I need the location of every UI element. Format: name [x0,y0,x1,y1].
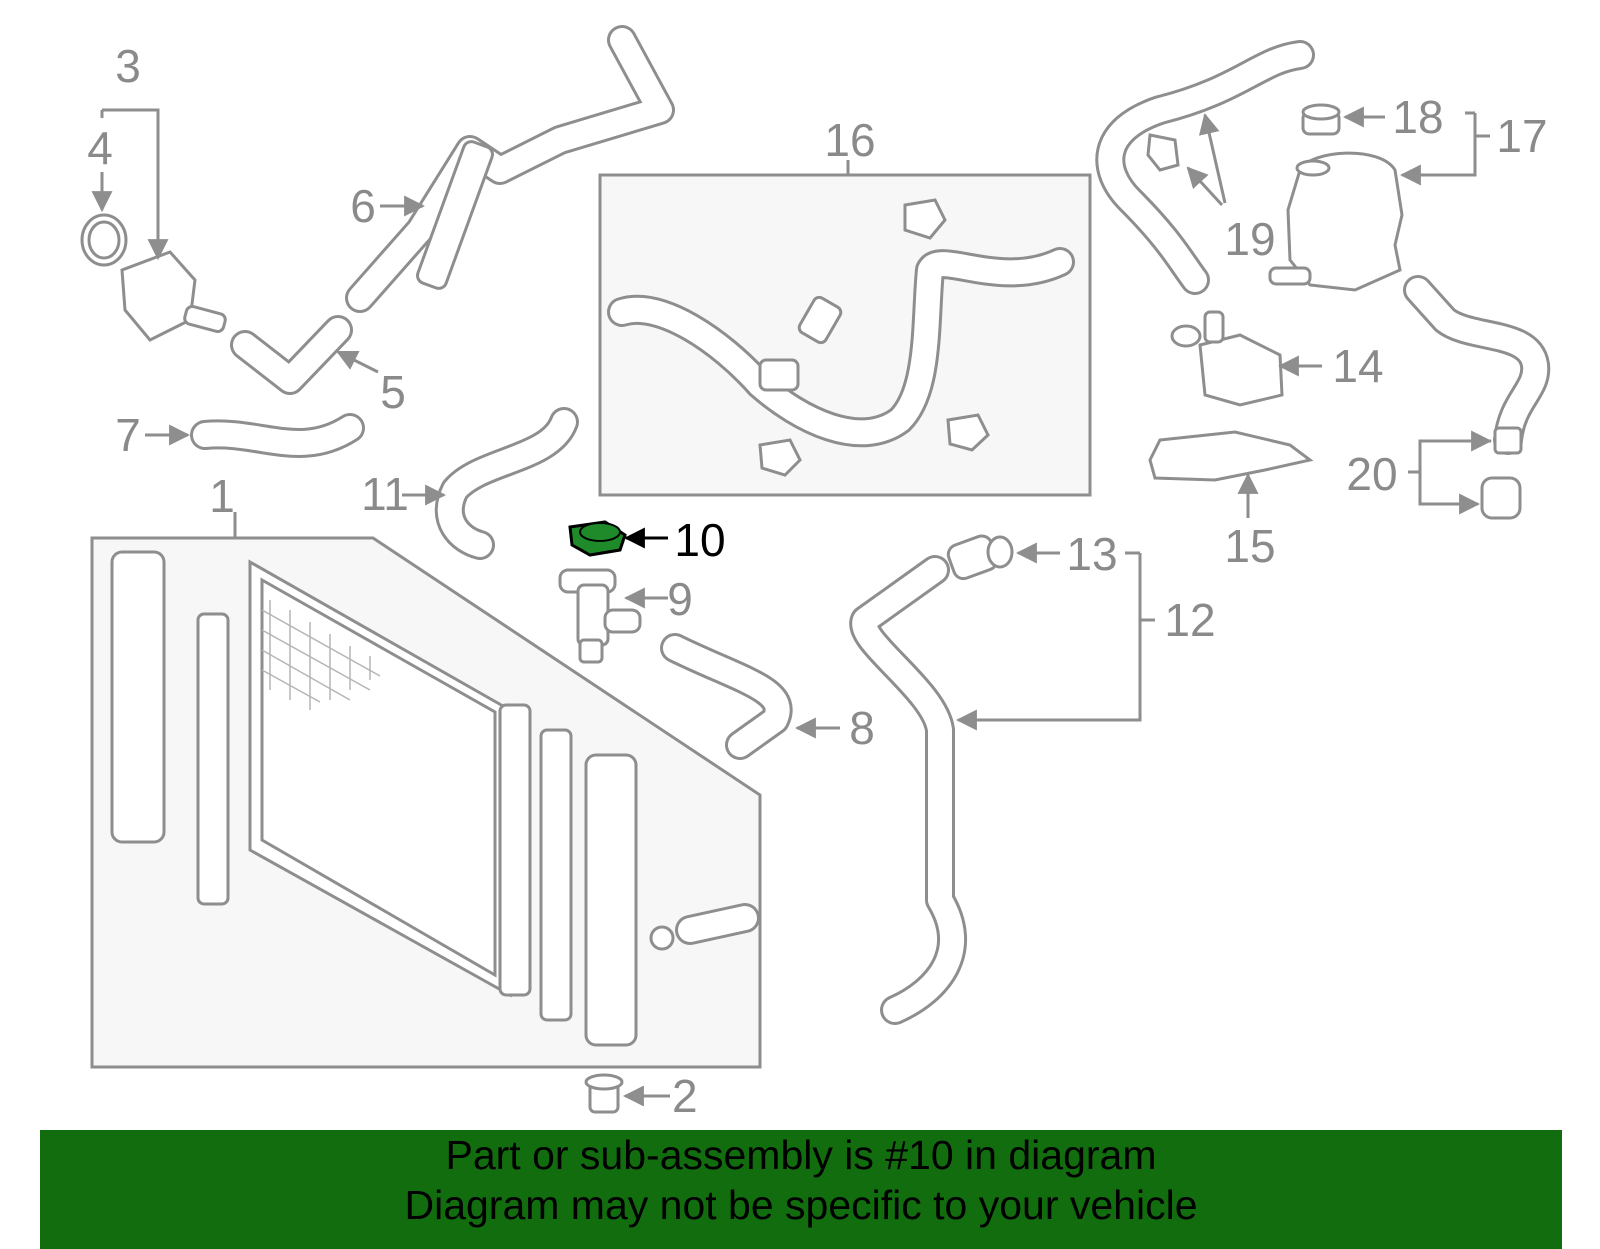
callout-15: 15 [1224,520,1275,572]
callout-3: 3 [115,40,141,92]
parts-diagram: 1 2 3 4 5 6 7 8 9 [80,25,1551,1122]
callout-1: 1 [209,470,235,522]
radiator-assembly [90,536,762,1069]
banner-line-2: Diagram may not be specific to your vehi… [404,1182,1198,1228]
callout-6: 6 [350,180,376,232]
hose-elbow-13 [946,534,1014,581]
reservoir-17 [1268,151,1404,292]
radiator-cap-10 [568,520,627,557]
callout-2: 2 [672,1070,698,1122]
reservoir-cap-18 [1301,103,1341,136]
callout-12: 12 [1164,594,1215,646]
callout-8: 8 [849,702,875,754]
callout-4: 4 [87,122,113,174]
hose-kit-16 [598,173,1092,497]
callout-17: 17 [1496,110,1547,162]
callout-20: 20 [1346,448,1397,500]
thermostat-housing [80,213,227,342]
hose-19 [1095,40,1315,295]
water-pump-14 [1170,310,1284,407]
bracket-15 [1148,430,1314,482]
callout-18: 18 [1392,91,1443,143]
info-banner: Part or sub-assembly is #10 in diagram D… [40,1130,1562,1249]
callout-16: 16 [824,114,875,166]
callout-11: 11 [361,468,409,520]
callout-10: 10 [674,514,725,566]
callout-14: 14 [1332,340,1383,392]
hose-20 [1403,275,1551,520]
callout-7: 7 [115,409,141,461]
filler-neck-9 [558,568,642,664]
callout-9: 9 [667,573,693,625]
callout-19: 19 [1224,213,1275,265]
drain-plug [584,1073,624,1114]
callout-5: 5 [380,366,406,418]
callout-13: 13 [1066,528,1117,580]
water-pipe-6 [345,25,675,313]
banner-line-1: Part or sub-assembly is #10 in diagram [445,1132,1157,1178]
